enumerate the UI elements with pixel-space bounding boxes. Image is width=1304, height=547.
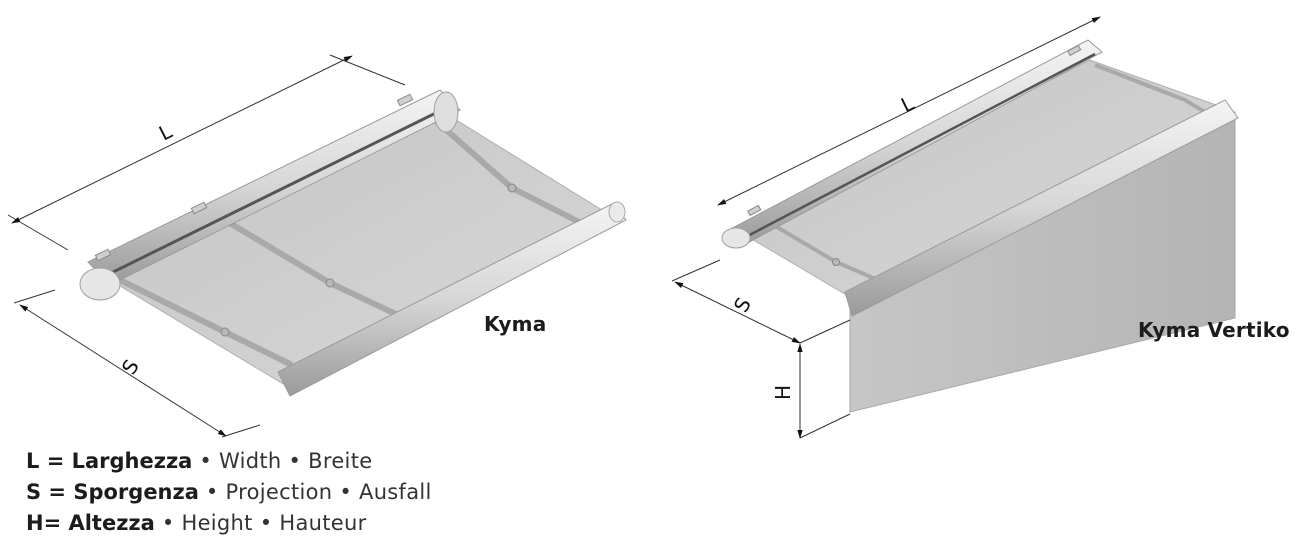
legend-row-height: H= Altezza • Height • Hauteur bbox=[26, 508, 432, 539]
legend-french: Hauteur bbox=[279, 511, 367, 535]
legend-key: L = Larghezza bbox=[26, 449, 193, 473]
vertiko-dimension-l-symbol: L bbox=[897, 91, 918, 118]
product-label-kyma-vertiko: Kyma Vertiko bbox=[1138, 318, 1290, 342]
legend-separator: • bbox=[252, 511, 280, 535]
kyma-dimension-l-symbol: L bbox=[155, 119, 177, 146]
legend-separator: • bbox=[198, 480, 226, 504]
legend-english: Projection bbox=[225, 480, 333, 504]
legend-german: Breite bbox=[308, 449, 373, 473]
vertiko-dimension-h-symbol: H bbox=[771, 385, 795, 400]
legend-key: H= Altezza bbox=[26, 511, 155, 535]
kyma-drawing: L S bbox=[7, 54, 627, 438]
legend-row-width: L = Larghezza • Width • Breite bbox=[26, 446, 432, 477]
legend-key: S = Sporgenza bbox=[26, 480, 199, 504]
kyma-vertiko-drawing: L S H bbox=[671, 16, 1239, 439]
kyma-dimension-s-line bbox=[19, 304, 227, 437]
legend-row-projection: S = Sporgenza • Projection • Ausfall bbox=[26, 477, 432, 508]
legend-separator: • bbox=[192, 449, 219, 473]
kyma-dimension-s-symbol: S bbox=[117, 355, 144, 378]
vertiko-dimension-s-line bbox=[674, 281, 801, 344]
legend-separator: • bbox=[332, 480, 360, 504]
legend-german: Ausfall bbox=[359, 480, 432, 504]
vertiko-dimension-s-symbol: S bbox=[729, 293, 756, 316]
legend-english: Width bbox=[219, 449, 282, 473]
legend-separator: • bbox=[281, 449, 309, 473]
product-label-kyma: Kyma bbox=[484, 312, 547, 336]
legend-english: Height bbox=[181, 511, 253, 535]
vertiko-dimension-l-line bbox=[717, 16, 1101, 206]
dimension-legend: L = Larghezza • Width • Breite S = Sporg… bbox=[26, 446, 432, 539]
legend-separator: • bbox=[154, 511, 182, 535]
kyma-front-bar bbox=[277, 203, 627, 397]
kyma-dimension-l-line bbox=[11, 55, 353, 224]
